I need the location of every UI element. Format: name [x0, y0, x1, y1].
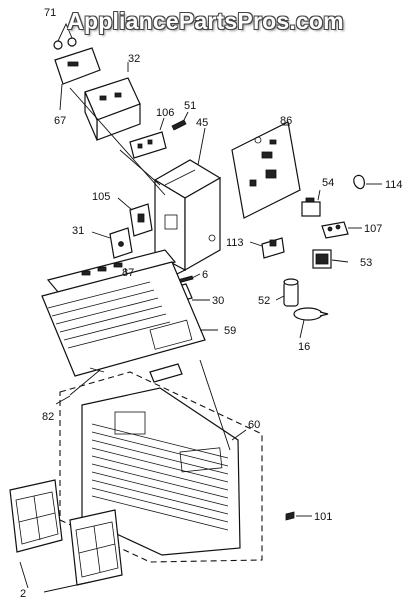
label-86: 86 [280, 115, 292, 127]
label-16: 16 [298, 341, 310, 353]
part-114-clamp[interactable] [353, 174, 382, 190]
label-51: 51 [184, 100, 196, 112]
label-101: 101 [314, 511, 332, 523]
part-87-top-panel[interactable] [46, 249, 177, 293]
part-82-rod[interactable] [55, 367, 105, 405]
label-31: 31 [72, 225, 84, 237]
label-54: 54 [322, 177, 334, 189]
part-54-relay[interactable] [301, 189, 321, 217]
part-105-bracket[interactable] [117, 197, 153, 237]
part-59-front-grille[interactable] [41, 261, 218, 383]
label-82: 82 [42, 411, 54, 423]
part-51-strip[interactable] [171, 111, 189, 131]
part-67-bracket[interactable] [54, 47, 101, 111]
label-30: 30 [212, 295, 224, 307]
label-106: 106 [156, 107, 174, 119]
part-52-capacitor[interactable] [275, 278, 299, 307]
label-2: 2 [20, 588, 26, 600]
part-71-screws[interactable] [53, 22, 77, 50]
label-59: 59 [224, 325, 236, 337]
part-45-control-housing[interactable] [149, 127, 222, 276]
part-107-terminal-block[interactable] [321, 221, 362, 239]
label-6: 6 [202, 269, 208, 281]
part-2-filters[interactable] [9, 479, 123, 593]
part-53-transformer[interactable] [312, 249, 349, 269]
part-113-bracket[interactable] [249, 237, 285, 259]
label-32: 32 [128, 53, 140, 65]
label-52: 52 [258, 295, 270, 307]
label-107: 107 [364, 223, 382, 235]
part-101-screw[interactable] [285, 511, 312, 521]
label-71: 71 [44, 7, 56, 19]
label-114: 114 [385, 179, 403, 191]
label-53: 53 [360, 257, 372, 269]
label-113: 113 [226, 237, 244, 249]
part-60-front-cabinet[interactable] [59, 359, 263, 563]
part-32-control-box[interactable] [84, 62, 141, 141]
label-87: 87 [122, 267, 134, 279]
part-86-control-board[interactable] [231, 121, 301, 219]
label-67: 67 [54, 115, 66, 127]
part-16-strap[interactable] [293, 307, 329, 339]
part-106-switch-plate[interactable] [129, 117, 167, 159]
site-watermark: AppliancePartsPros.com [67, 8, 344, 34]
label-45: 45 [196, 117, 208, 129]
label-105: 105 [92, 191, 110, 203]
label-60: 60 [248, 419, 260, 431]
part-31-bracket[interactable] [91, 227, 133, 259]
